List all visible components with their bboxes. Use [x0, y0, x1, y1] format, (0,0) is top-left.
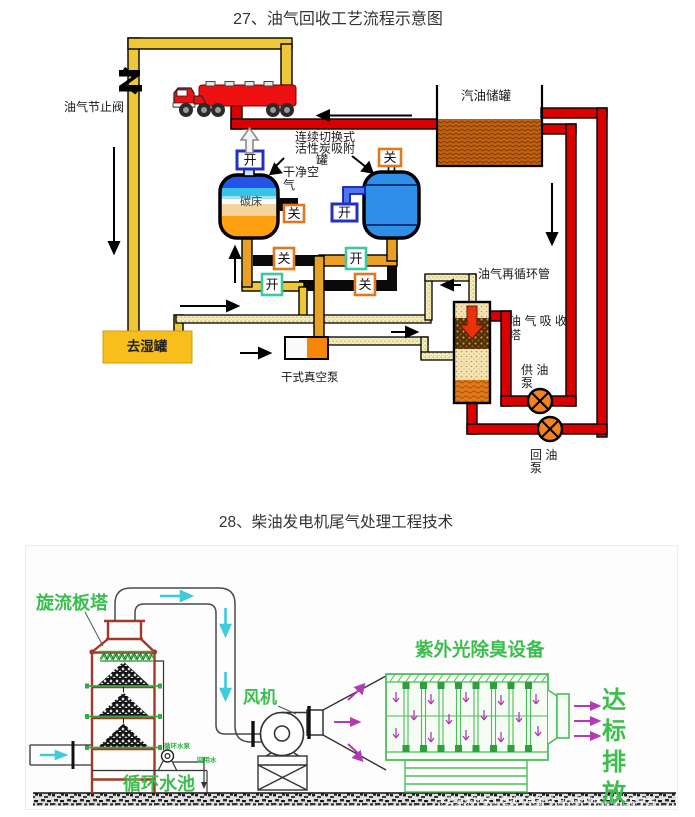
svg-text:关: 关	[358, 277, 371, 292]
svg-text:供 油: 供 油	[521, 363, 548, 377]
svg-text:罐: 罐	[316, 153, 328, 167]
svg-text:关: 关	[287, 206, 300, 221]
svg-text:标: 标	[602, 718, 626, 745]
svg-text:紫外光除臭设备: 紫外光除臭设备	[415, 639, 545, 660]
svg-text:开: 开	[243, 153, 256, 168]
svg-text:汽油储罐: 汽油储罐	[461, 88, 512, 103]
svg-text:回 油: 回 油	[530, 448, 557, 462]
svg-text:回用水: 回用水	[197, 755, 217, 764]
svg-text:泵: 泵	[521, 376, 533, 390]
svg-text:关: 关	[277, 251, 290, 266]
svg-text:干净空: 干净空	[283, 165, 319, 179]
svg-text:今日头条环保工程技术装备 今日头条环保治理信息平台: 今日头条环保工程技术装备 今日头条环保治理信息平台	[437, 795, 656, 806]
svg-text:达: 达	[602, 687, 626, 714]
svg-text:气: 气	[283, 177, 295, 192]
svg-text:油 气 吸 收: 油 气 吸 收	[509, 313, 567, 328]
svg-text:28、柴油发电机尾气处理工程技术: 28、柴油发电机尾气处理工程技术	[219, 513, 453, 531]
svg-text:活性炭吸附: 活性炭吸附	[295, 142, 355, 156]
svg-text:放: 放	[601, 779, 627, 807]
svg-text:碳床: 碳床	[240, 194, 262, 208]
svg-text:油气再循环管: 油气再循环管	[478, 266, 550, 281]
svg-text:泵: 泵	[530, 461, 542, 475]
svg-text:风机: 风机	[243, 687, 277, 707]
svg-text:27、油气回收工艺流程示意图: 27、油气回收工艺流程示意图	[233, 9, 443, 28]
svg-text:排: 排	[602, 749, 626, 776]
svg-text:开: 开	[265, 277, 278, 292]
svg-text:油气节止阀: 油气节止阀	[64, 99, 124, 114]
svg-text:旋流板塔: 旋流板塔	[35, 592, 109, 613]
svg-text:循环水泵: 循环水泵	[164, 741, 191, 750]
svg-text:塔: 塔	[509, 328, 521, 342]
svg-text:去湿罐: 去湿罐	[127, 338, 168, 354]
svg-text:开: 开	[349, 251, 362, 266]
svg-text:干式真空泵: 干式真空泵	[281, 370, 339, 384]
svg-text:循环水池: 循环水池	[123, 773, 195, 794]
svg-text:关: 关	[383, 150, 396, 165]
svg-text:连续切换式: 连续切换式	[295, 129, 355, 144]
svg-text:开: 开	[338, 205, 351, 220]
